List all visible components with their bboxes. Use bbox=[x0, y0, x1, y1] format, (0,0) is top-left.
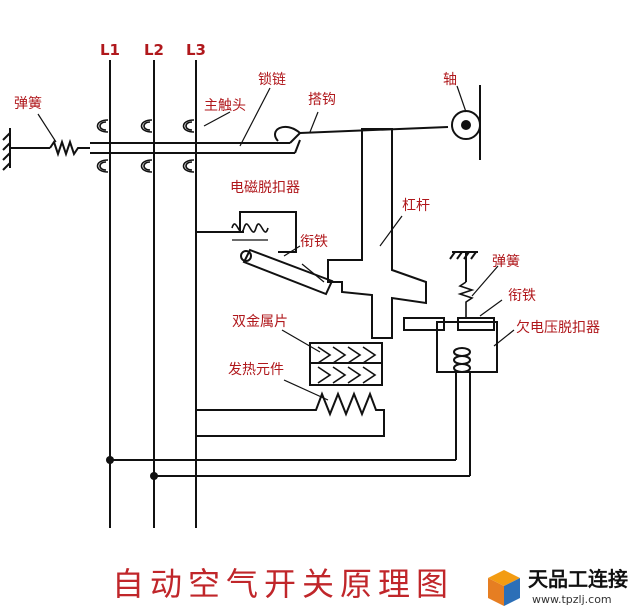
lever bbox=[327, 128, 427, 339]
label-armature-right: 衔铁 bbox=[508, 288, 536, 304]
junction-dot-l2 bbox=[150, 472, 158, 480]
label-em-release: 电磁脱扣器 bbox=[230, 180, 300, 196]
leader-lines bbox=[37, 85, 515, 401]
phase-label-l2: L2 bbox=[144, 41, 164, 59]
shaft bbox=[451, 85, 481, 160]
cube-logo-icon bbox=[488, 570, 520, 606]
label-lock-chain: 锁链 bbox=[258, 72, 286, 88]
label-shaft: 轴 bbox=[443, 72, 457, 88]
heating-element bbox=[196, 391, 385, 437]
label-armature-left: 衔铁 bbox=[300, 234, 328, 250]
bimetal bbox=[309, 342, 383, 386]
phase-label-l3: L3 bbox=[186, 41, 206, 59]
label-undervoltage-release: 欠电压脱扣器 bbox=[516, 320, 600, 336]
main-contacts bbox=[96, 119, 195, 173]
diagram-title: 自动空气开关原理图 bbox=[112, 565, 455, 603]
left-wall-anchor bbox=[2, 128, 50, 171]
label-lever: 杠杆 bbox=[402, 198, 430, 214]
em-release bbox=[196, 211, 297, 253]
label-hook: 搭钩 bbox=[308, 92, 336, 108]
contact-bar bbox=[90, 142, 295, 154]
label-main-contact: 主触头 bbox=[204, 98, 246, 114]
phase-label-l1: L1 bbox=[100, 41, 120, 59]
left-spring bbox=[49, 138, 90, 158]
armature-left bbox=[240, 248, 334, 296]
watermark-name: 天品工连接 bbox=[528, 567, 628, 591]
watermark-url: www.tpzlj.com bbox=[532, 593, 612, 606]
watermark-logo: 天品工连接 www.tpzlj.com bbox=[484, 566, 634, 612]
bottom-wiring bbox=[110, 459, 470, 477]
label-spring-left: 弹簧 bbox=[14, 96, 42, 112]
label-bimetal: 双金属片 bbox=[232, 314, 288, 330]
label-heating-element: 发热元件 bbox=[228, 362, 284, 378]
junction-dot-l1 bbox=[106, 456, 114, 464]
label-spring-right: 弹簧 bbox=[492, 254, 520, 270]
undervoltage-release bbox=[403, 251, 498, 476]
